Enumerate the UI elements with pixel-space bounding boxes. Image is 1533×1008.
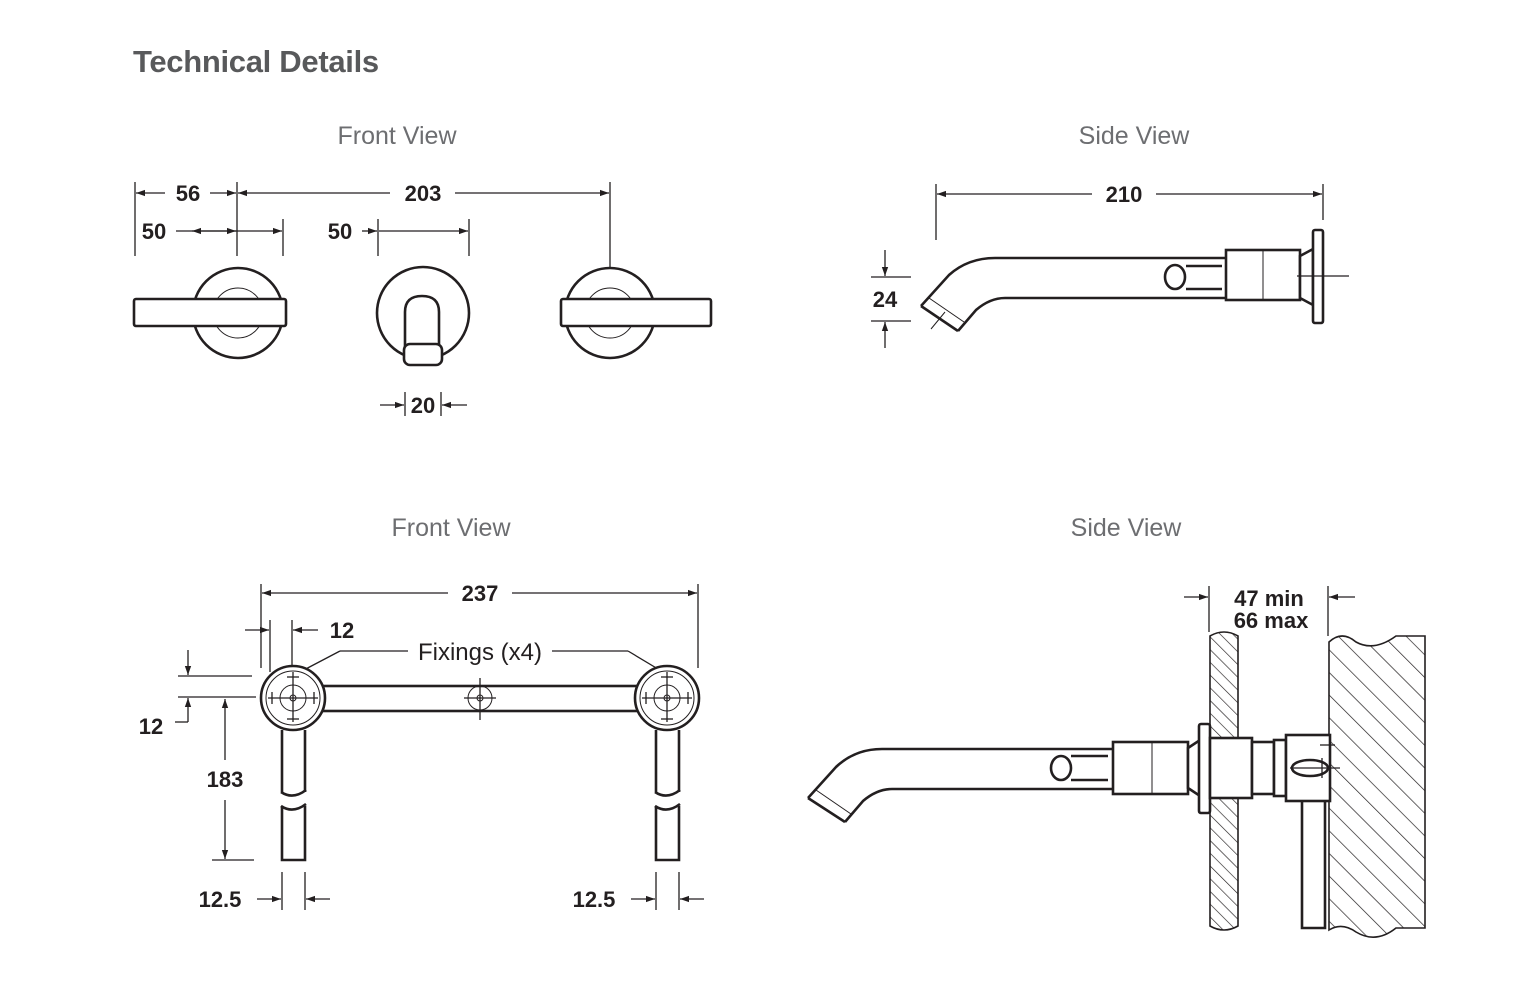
fixings-label: Fixings (x4)	[418, 639, 542, 666]
top-front-view-drawing: 56 203 50 50 20	[132, 181, 713, 418]
dim-50-spout: 50	[328, 219, 352, 244]
top-front-view-label: Front View	[337, 122, 457, 150]
bottom-front-view-label: Front View	[391, 514, 511, 542]
dim-24: 24	[873, 287, 898, 312]
dim-210: 210	[1106, 182, 1143, 207]
dim-66-max: 66 max	[1234, 608, 1309, 633]
dim-12-horizontal: 12	[330, 618, 354, 643]
dim-237: 237	[462, 581, 499, 606]
dim-56: 56	[176, 181, 200, 206]
dim-203: 203	[405, 181, 442, 206]
bottom-side-view-label: Side View	[1070, 514, 1182, 542]
dim-20: 20	[411, 393, 435, 418]
bottom-side-view-drawing: 47 min 66 max	[807, 586, 1426, 938]
page-title: Technical Details	[133, 44, 379, 79]
dim-50-handle: 50	[142, 219, 166, 244]
dim-47-min: 47 min	[1234, 586, 1304, 611]
top-side-view-drawing: 210 24	[871, 182, 1349, 348]
dim-12-5-left: 12.5	[199, 887, 242, 912]
dim-12-5-right: 12.5	[573, 887, 616, 912]
top-side-view-label: Side View	[1078, 122, 1190, 150]
dim-183: 183	[207, 767, 244, 792]
bottom-front-view-drawing: 237 12 Fixings (x4) 12	[139, 581, 704, 912]
dim-12-vertical: 12	[139, 714, 163, 739]
